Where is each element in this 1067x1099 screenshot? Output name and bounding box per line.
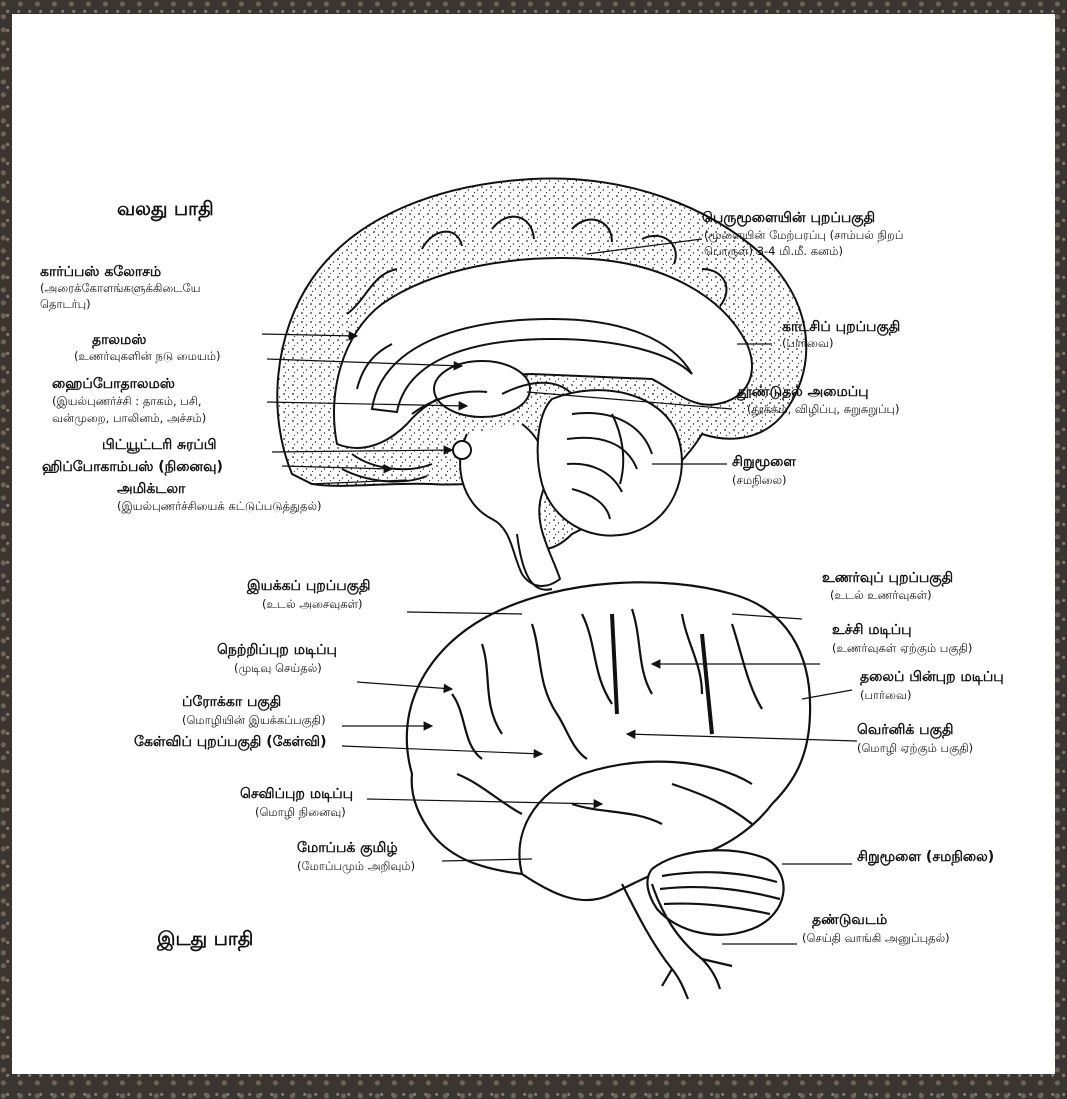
label-olfactory-bulb: மோப்பக் குமிழ் <box>297 840 398 856</box>
label-occipital-lobe: தலைப் பின்புற மடிப்பு <box>860 669 1004 685</box>
label-amygdala-sub: (இயல்புணர்ச்சியைக் கட்டுப்படுத்துதல்) <box>117 500 322 513</box>
label-amygdala: அமிக்டலா <box>117 481 185 497</box>
label-olfactory-bulb-sub: (மோப்பமும் அறிவும்) <box>297 860 415 873</box>
label-motor-cortex-sub: (உடல் அசைவுகள்) <box>262 598 363 611</box>
label-pituitary: பிட்யூட்டரி சுரப்பி <box>102 437 217 453</box>
brain-diagram <box>12 14 1055 1074</box>
label-cerebellum-top: சிறுமூளை <box>732 454 796 470</box>
label-auditory-cortex: கேள்விப் புறப்பகுதி (கேள்வி) <box>134 734 327 750</box>
label-hypothalamus: ஹைப்போதாலமஸ் <box>52 376 175 392</box>
label-thalamus: தாலமஸ் <box>92 332 146 348</box>
label-cerebellum-top-sub: (சமநிலை) <box>732 474 787 487</box>
label-cerebellum-bottom: சிறுமூளை (சமநிலை) <box>857 849 994 865</box>
label-spinal-cord: தண்டுவடம் <box>812 912 887 928</box>
label-corpus-callosum-sub2: தொடர்பு) <box>40 298 91 311</box>
label-spinal-cord-sub: (செய்தி வாங்கி அனுப்புதல்) <box>802 932 950 945</box>
label-corpus-callosum-sub1: (அரைக்கோளங்களுக்கிடையே <box>40 282 200 295</box>
lateral-cerebellum-shape <box>647 850 783 934</box>
label-sensory-cortex: உணர்வுப் புறப்பகுதி <box>822 570 953 586</box>
label-frontal-lobe: நெற்றிப்புற மடிப்பு <box>217 642 337 658</box>
right-half-title: வலது பாதி <box>117 199 214 221</box>
label-temporal-lobe-sub: (மொழி நினைவு) <box>255 806 346 819</box>
label-wernicke-area: வெர்னிக் பகுதி <box>857 722 953 738</box>
label-parietal-lobe-sub: (உணர்வுகள் ஏற்கும் பகுதி) <box>832 642 972 655</box>
label-visual-cortex: காட்சிப் புறப்பகுதி <box>782 319 900 335</box>
label-parietal-lobe: உச்சி மடிப்பு <box>832 622 912 638</box>
label-occipital-lobe-sub: (பார்வை) <box>860 689 911 702</box>
label-sensory-cortex-sub: (உடல் உணர்வுகள்) <box>830 589 932 602</box>
label-cerebral-cortex-sub1: (மூளையின் மேற்பரப்பு (சாம்பல் நிறப் <box>704 229 903 242</box>
label-broca-area: ப்ரோக்கா பகுதி <box>182 694 281 710</box>
left-half-title: இடது பாதி <box>157 929 253 951</box>
label-hypothalamus-sub1: (இயல்புணர்ச்சி : தாகம், பசி, <box>52 395 201 408</box>
label-cerebral-cortex-sub2: பொருள்) 3-4 மி.மீ. கனம்) <box>704 245 843 258</box>
label-reticular-system: தூண்டுதல் அமைப்பு <box>737 384 869 400</box>
label-hippocampus: ஹிப்போகாம்பஸ் (நினைவு) <box>42 459 223 475</box>
diagram-page: வலது பாதி இடது பாதி பெருமூளையின் புறப்பக… <box>12 14 1055 1074</box>
label-hypothalamus-sub2: வன்முறை, பாலினம், அச்சம்) <box>52 412 206 425</box>
label-visual-cortex-sub: (பார்வை) <box>782 337 833 350</box>
label-reticular-system-sub: (தூக்கம், விழிப்பு, சுறுசுறுப்பு) <box>747 403 900 416</box>
label-broca-area-sub: (மொழியின் இயக்கப்பகுதி) <box>182 714 326 727</box>
label-wernicke-area-sub: (மொழி ஏற்கும் பகுதி) <box>857 742 973 755</box>
label-motor-cortex: இயக்கப் புறப்பகுதி <box>247 578 370 594</box>
label-temporal-lobe: செவிப்புற மடிப்பு <box>240 786 353 802</box>
label-cerebral-cortex: பெருமூளையின் புறப்பகுதி <box>702 210 875 226</box>
label-thalamus-sub: (உணர்வுகளின் நடு மையம்) <box>74 350 220 363</box>
sagittal-cerebellum-shape <box>538 390 682 535</box>
label-frontal-lobe-sub: (முடிவு செய்தல்) <box>234 662 322 675</box>
label-corpus-callosum: கார்ப்பஸ் கலோசம் <box>40 264 161 280</box>
lateral-brain <box>407 582 810 999</box>
